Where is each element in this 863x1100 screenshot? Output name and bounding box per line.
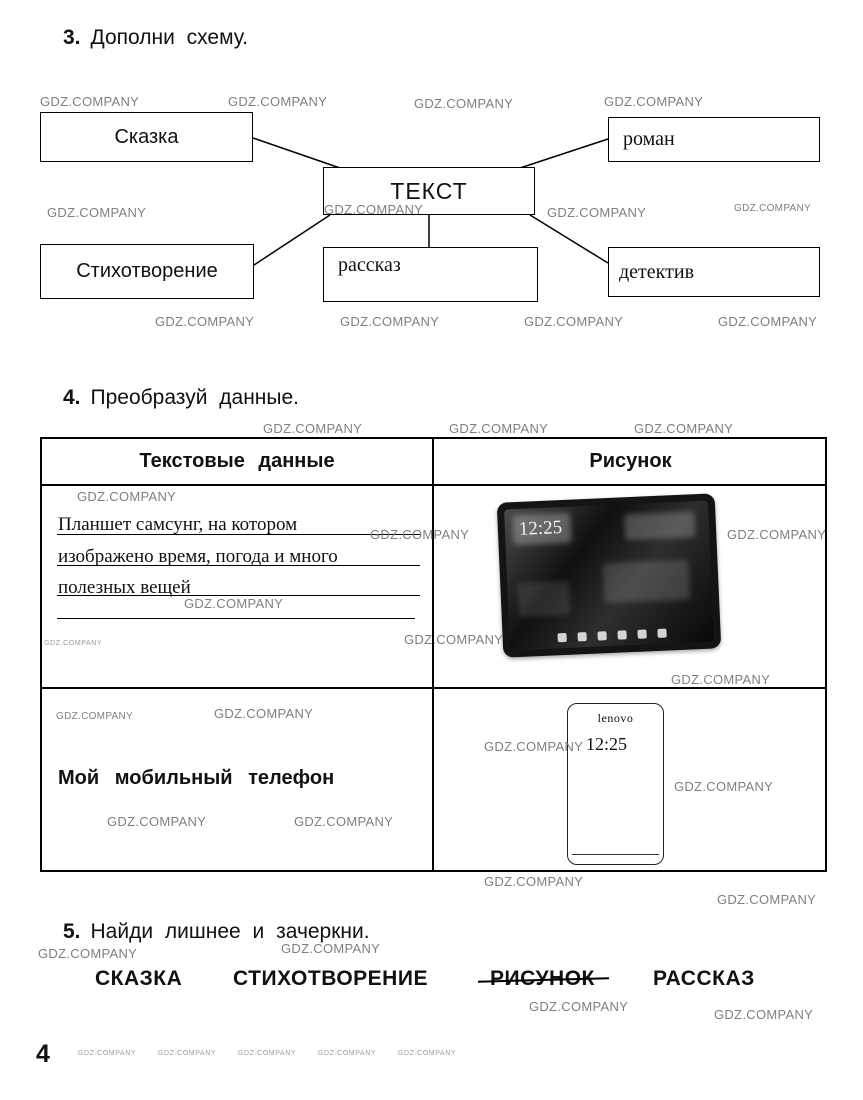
watermark: GDZ.COMPANY: [717, 892, 817, 907]
watermark: GDZ.COMPANY: [56, 711, 134, 722]
scheme-box-detektiv: детектив: [608, 247, 820, 297]
tablet-image: 12:25: [496, 493, 722, 658]
app-icon: [596, 630, 607, 641]
app-icon: [556, 632, 567, 642]
watermark: GDZ.COMPANY: [184, 596, 284, 611]
answer-line-3: полезных вещей: [58, 577, 191, 598]
watermark: GDZ.COMPANY: [340, 314, 440, 329]
task5-word-rasskaz: РАССКАЗ: [653, 967, 755, 990]
watermark: GDZ.COMPANY: [228, 94, 328, 109]
scheme-box-roman: роман: [608, 117, 820, 162]
watermark: GDZ.COMPANY: [398, 1050, 457, 1057]
scheme-box-skazka-label: Сказка: [114, 125, 179, 148]
watermark: GDZ.COMPANY: [734, 203, 812, 214]
tablet-clock: 12:25: [518, 517, 563, 540]
scheme-box-tekst: ТЕКСТ: [323, 167, 535, 215]
watermark: GDZ.COMPANY: [714, 1007, 814, 1022]
watermark: GDZ.COMPANY: [263, 421, 363, 436]
task5-number: 5.: [63, 920, 81, 943]
app-icon: [576, 631, 587, 641]
scheme-box-roman-label: роман: [623, 128, 675, 150]
table-column-divider: [432, 439, 434, 870]
answer-line-1: Планшет самсунг, на котором: [58, 514, 298, 535]
task4-heading: 4. Преобразуй данные.: [63, 386, 299, 410]
task5-heading: 5. Найди лишнее и зачеркни.: [63, 920, 370, 944]
phone-clock: 12:25: [586, 734, 628, 754]
watermark: GDZ.COMPANY: [674, 779, 774, 794]
task5-word-stihotvorenie: СТИХОТВОРЕНИЕ: [233, 967, 428, 990]
watermark: GDZ.COMPANY: [318, 1050, 377, 1057]
watermark: GDZ.COMPANY: [107, 814, 207, 829]
watermark: GDZ.COMPANY: [294, 814, 394, 829]
scheme-box-detektiv-label: детектив: [619, 260, 695, 283]
watermark: GDZ.COMPANY: [324, 202, 424, 217]
phone-brand-label: lenovo: [597, 711, 634, 725]
ruled-line: [57, 618, 415, 619]
ruled-line: [57, 534, 420, 535]
app-icon: [636, 628, 647, 639]
ruled-line: [57, 565, 420, 566]
task5-word-risunok-struck: РИСУНОК: [490, 967, 595, 990]
watermark: GDZ.COMPANY: [38, 946, 138, 961]
ruled-line: [57, 595, 420, 596]
watermark: GDZ.COMPANY: [484, 739, 584, 754]
watermark: GDZ.COMPANY: [634, 421, 734, 436]
watermark: GDZ.COMPANY: [281, 941, 381, 956]
tablet-widget: [624, 511, 696, 541]
app-icon: [656, 628, 667, 638]
scheme-box-skazka: Сказка: [40, 112, 253, 162]
watermark: GDZ.COMPANY: [484, 874, 584, 889]
watermark: GDZ.COMPANY: [78, 1050, 137, 1057]
scheme-box-rasskaz: рассказ: [323, 247, 538, 302]
watermark: GDZ.COMPANY: [238, 1050, 297, 1057]
watermark: GDZ.COMPANY: [155, 314, 255, 329]
table-header-divider: [42, 484, 825, 486]
tablet-widget: [517, 580, 571, 617]
task3-title: Дополни схему.: [90, 26, 249, 49]
scheme-box-stihotvorenie-label: Стихотворение: [76, 260, 218, 282]
task4-table: Текстовые данные Рисунок: [40, 437, 827, 872]
task4-number: 4.: [63, 386, 81, 409]
watermark: GDZ.COMPANY: [47, 205, 147, 220]
task5-title: Найди лишнее и зачеркни.: [90, 920, 370, 943]
scheme-box-tekst-label: ТЕКСТ: [390, 177, 468, 204]
watermark: GDZ.COMPANY: [214, 706, 314, 721]
scheme-box-stihotvorenie: Стихотворение: [40, 244, 254, 299]
scheme-box-rasskaz-label: рассказ: [338, 254, 401, 276]
table-header-text-data: Текстовые данные: [139, 450, 335, 472]
task3-number: 3.: [63, 26, 81, 49]
tablet-widget: [602, 559, 691, 604]
phone-bottom-line: [572, 854, 659, 855]
watermark: GDZ.COMPANY: [604, 94, 704, 109]
phone-drawing: lenovo 12:25: [567, 703, 664, 865]
watermark: GDZ.COMPANY: [404, 632, 504, 647]
watermark: GDZ.COMPANY: [158, 1050, 217, 1057]
watermark: GDZ.COMPANY: [529, 999, 629, 1014]
table-header-picture: Рисунок: [589, 450, 672, 472]
watermark: GDZ.COMPANY: [77, 489, 177, 504]
tablet-screen: 12:25: [504, 500, 714, 651]
task5-word-skazka: СКАЗКА: [95, 967, 183, 990]
row2-text: Мой мобильный телефон: [58, 767, 335, 789]
tablet-app-dock: [509, 623, 714, 648]
watermark: GDZ.COMPANY: [414, 96, 514, 111]
watermark: GDZ.COMPANY: [727, 527, 827, 542]
task3-heading: 3. Дополни схему.: [63, 26, 248, 50]
watermark: GDZ.COMPANY: [547, 205, 647, 220]
answer-line-2: изображено время, погода и много: [58, 546, 338, 567]
watermark: GDZ.COMPANY: [718, 314, 818, 329]
table-row-divider: [42, 687, 825, 689]
app-icon: [616, 629, 627, 640]
watermark: GDZ.COMPANY: [40, 94, 140, 109]
watermark: GDZ.COMPANY: [449, 421, 549, 436]
task4-title: Преобразуй данные.: [90, 386, 299, 409]
watermark: GDZ.COMPANY: [671, 672, 771, 687]
page-number: 4: [36, 1040, 50, 1068]
watermark: GDZ.COMPANY: [44, 640, 103, 647]
watermark: GDZ.COMPANY: [370, 527, 470, 542]
watermark: GDZ.COMPANY: [524, 314, 624, 329]
